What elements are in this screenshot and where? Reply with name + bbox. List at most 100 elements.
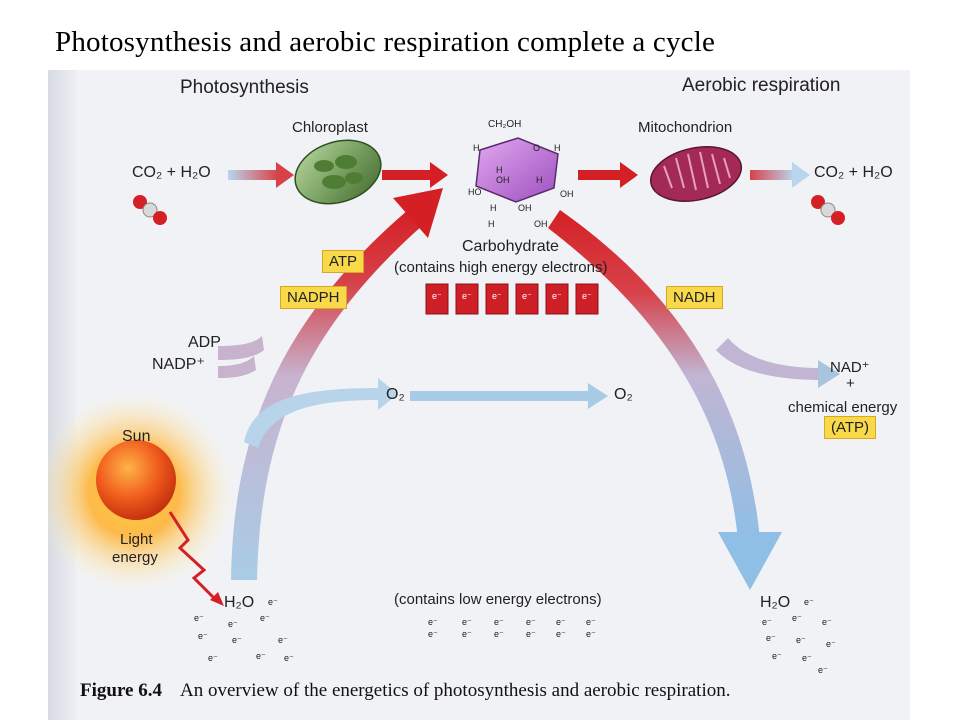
glucose-oh4: OH — [534, 219, 548, 229]
electron-label: e⁻ — [494, 617, 504, 627]
figure-number: Figure 6.4 — [80, 680, 162, 701]
nad-branch-arrow — [716, 338, 820, 380]
high-energy-electron-boxes — [425, 283, 599, 315]
atp-paren-tag: (ATP) — [824, 416, 877, 439]
glucose-ho: HO — [468, 187, 482, 197]
electron-label: e⁻ — [232, 635, 242, 645]
electron-label: e⁻ — [268, 597, 278, 607]
electron-label: e⁻ — [826, 639, 836, 649]
bolt-arrowhead — [210, 592, 224, 606]
sun-icon — [96, 440, 176, 520]
adp-input-arrow — [218, 336, 264, 360]
nadph-tag: NADPH — [280, 286, 347, 309]
molecule-left — [133, 195, 167, 225]
chloroplast-out-arrowhead — [430, 162, 448, 188]
photosynthesis-main-arrow — [231, 210, 423, 580]
diagram-art — [48, 137, 845, 606]
header-aerobic-respiration: Aerobic respiration — [682, 75, 841, 96]
electron-label: e⁻ — [772, 651, 782, 661]
co2-in-arrowhead — [276, 162, 294, 188]
electron-label: e⁻ — [822, 617, 832, 627]
electron-label: e⁻ — [198, 631, 208, 641]
mitochondrion-label: Mitochondrion — [638, 119, 733, 136]
light-energy-bolt — [168, 511, 218, 602]
electron-label: e⁻ — [522, 291, 532, 301]
glucose-h3: H — [496, 165, 503, 175]
electron-label: e⁻ — [796, 635, 806, 645]
mito-in-arrowhead — [620, 162, 638, 188]
mito-in-arrow — [578, 170, 622, 180]
electron-label: e⁻ — [494, 629, 504, 639]
atp-tag: ATP — [322, 250, 365, 273]
glucose-h1: H — [473, 143, 480, 153]
h2o-left-label: H₂O — [224, 594, 255, 611]
electron-label: e⁻ — [586, 617, 596, 627]
electron-label: e⁻ — [208, 653, 218, 663]
glucose-molecule — [475, 137, 559, 203]
o2-label-left: O₂ — [386, 386, 405, 403]
electron-label: e⁻ — [462, 291, 472, 301]
electron-label: e⁻ — [766, 633, 776, 643]
nadp-input-arrow — [218, 356, 256, 378]
electron-label: e⁻ — [792, 613, 802, 623]
co2-in-arrow — [228, 170, 278, 180]
adp-label: ADP — [188, 334, 221, 351]
electron-label: e⁻ — [582, 291, 592, 301]
electron-label: e⁻ — [762, 617, 772, 627]
cristae — [663, 151, 731, 191]
electron-label: e⁻ — [818, 665, 828, 675]
chloroplast-icon — [294, 139, 382, 205]
co2-out-arrow — [750, 170, 794, 180]
electron-label: e⁻ — [278, 635, 288, 645]
electron-label: e⁻ — [462, 617, 472, 627]
electron-label: e⁻ — [260, 613, 270, 623]
glucose-h5: H — [490, 203, 497, 213]
high-energy-note: (contains high energy electrons) — [394, 259, 608, 276]
figure-caption-text: An overview of the energetics of photosy… — [179, 680, 731, 701]
h2o-right-label: H₂O — [760, 594, 791, 611]
thylakoid — [322, 175, 346, 189]
plus-sign: + — [846, 375, 855, 392]
electron-label: e⁻ — [802, 653, 812, 663]
co2-out-arrowhead — [792, 162, 810, 188]
molecule-right — [811, 195, 845, 225]
electron-label: e⁻ — [804, 597, 814, 607]
nad-label: NAD⁺ — [830, 359, 870, 376]
chloroplast-label: Chloroplast — [292, 119, 368, 136]
o2-transfer-arrow — [410, 391, 590, 401]
light-energy-line2: energy — [112, 549, 158, 566]
o2-branch-arrowhead — [378, 378, 398, 410]
electron-label: e⁻ — [586, 629, 596, 639]
carbohydrate-label: Carbohydrate — [462, 238, 559, 255]
photosynthesis-arrowhead — [393, 188, 443, 238]
co2-h2o-output-label: CO₂ + H₂O — [814, 164, 893, 181]
glucose-ch2oh: CH₂OH — [488, 119, 522, 130]
glucose-oh1: OH — [496, 175, 510, 185]
sun-label: Sun — [122, 428, 151, 445]
electron-label: e⁻ — [432, 291, 442, 301]
electron-label: e⁻ — [556, 629, 566, 639]
nad-branch-arrowhead — [818, 360, 840, 388]
textbook-figure: Photosynthesis Aerobic respiration Chlor… — [48, 70, 910, 720]
electron-label: e⁻ — [228, 619, 238, 629]
glucose-h4: H — [536, 175, 543, 185]
figure-caption: Figure 6.4 An overview of the energetics … — [80, 680, 730, 702]
o2-transfer-arrowhead — [588, 383, 608, 409]
glucose-oh3: OH — [518, 203, 532, 213]
electron-label: e⁻ — [284, 653, 294, 663]
chloroplast-out-arrow — [382, 170, 432, 180]
electron-label: e⁻ — [526, 617, 536, 627]
electron-label: e⁻ — [428, 617, 438, 627]
electron-label: e⁻ — [552, 291, 562, 301]
chemical-energy-label: chemical energy — [788, 399, 898, 416]
respiration-main-arrow — [548, 210, 760, 540]
glucose-h6: H — [488, 219, 495, 229]
thylakoid — [345, 172, 363, 184]
electron-label: e⁻ — [194, 613, 204, 623]
electron-label: e⁻ — [556, 617, 566, 627]
slide-title: Photosynthesis and aerobic respiration c… — [55, 26, 716, 58]
electron-label: e⁻ — [428, 629, 438, 639]
nadh-tag: NADH — [666, 286, 723, 309]
o2-label-right: O₂ — [614, 386, 633, 403]
electron-label: e⁻ — [462, 629, 472, 639]
